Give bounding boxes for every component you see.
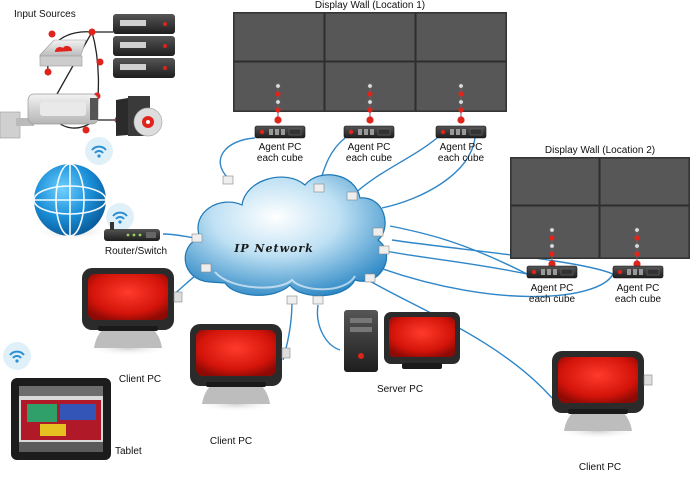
router-label: Router/Switch bbox=[104, 246, 168, 257]
security-camera-icon bbox=[0, 93, 99, 139]
agent-label: Agent PC each cube bbox=[250, 142, 310, 164]
agent-pc-icon bbox=[343, 125, 395, 139]
client-pc-label: Client PC bbox=[578, 462, 622, 473]
client-pc-icon bbox=[551, 350, 653, 440]
agent-label: Agent PC each cube bbox=[339, 142, 399, 164]
agent-label: Agent PC each cube bbox=[522, 283, 582, 305]
wall-2-title: Display Wall (Location 2) bbox=[544, 145, 656, 156]
agent-label-line2: each cube bbox=[345, 153, 393, 164]
agent-pc-icon bbox=[435, 125, 487, 139]
internet-globe-icon bbox=[33, 163, 110, 240]
client-pc-icon bbox=[189, 323, 291, 413]
ip-network-cloud-icon bbox=[184, 174, 388, 297]
server-rack-icon bbox=[113, 14, 175, 78]
display-wall-2 bbox=[510, 157, 690, 259]
agent-label: Agent PC each cube bbox=[431, 142, 491, 164]
client-pc-label: Client PC bbox=[209, 436, 253, 447]
input-sources-label: Input Sources bbox=[14, 9, 76, 20]
agent-label-line1: Agent PC bbox=[347, 142, 391, 153]
media-player-icon bbox=[116, 96, 163, 137]
server-pc-label: Server PC bbox=[376, 384, 424, 395]
agent-pc-icon bbox=[526, 265, 578, 279]
agent-label-line2: each cube bbox=[437, 153, 485, 164]
router-switch-icon bbox=[104, 222, 160, 241]
client-pc-label: Client PC bbox=[118, 374, 162, 385]
wifi-icon bbox=[2, 341, 32, 371]
wall-1-title: Display Wall (Location 1) bbox=[314, 0, 426, 11]
network-label: IP Network bbox=[234, 242, 314, 255]
agent-label-line1: Agent PC bbox=[616, 283, 660, 294]
tablet-icon bbox=[11, 378, 111, 460]
agent-label-line1: Agent PC bbox=[530, 283, 574, 294]
agent-label-line2: each cube bbox=[256, 153, 304, 164]
agent-label: Agent PC each cube bbox=[608, 283, 668, 305]
agent-label-line2: each cube bbox=[614, 294, 662, 305]
agent-pc-icon bbox=[612, 265, 664, 279]
client-pc-icon bbox=[81, 267, 183, 357]
agent-pc-icon bbox=[254, 125, 306, 139]
agent-label-line1: Agent PC bbox=[439, 142, 483, 153]
tablet-label: Tablet bbox=[115, 446, 142, 457]
agent-label-line1: Agent PC bbox=[258, 142, 302, 153]
wifi-icon bbox=[84, 136, 114, 166]
storage-device-icon bbox=[39, 39, 87, 67]
agent-label-line2: each cube bbox=[528, 294, 576, 305]
server-pc-icon bbox=[344, 310, 460, 372]
input-sources-group bbox=[0, 14, 175, 139]
